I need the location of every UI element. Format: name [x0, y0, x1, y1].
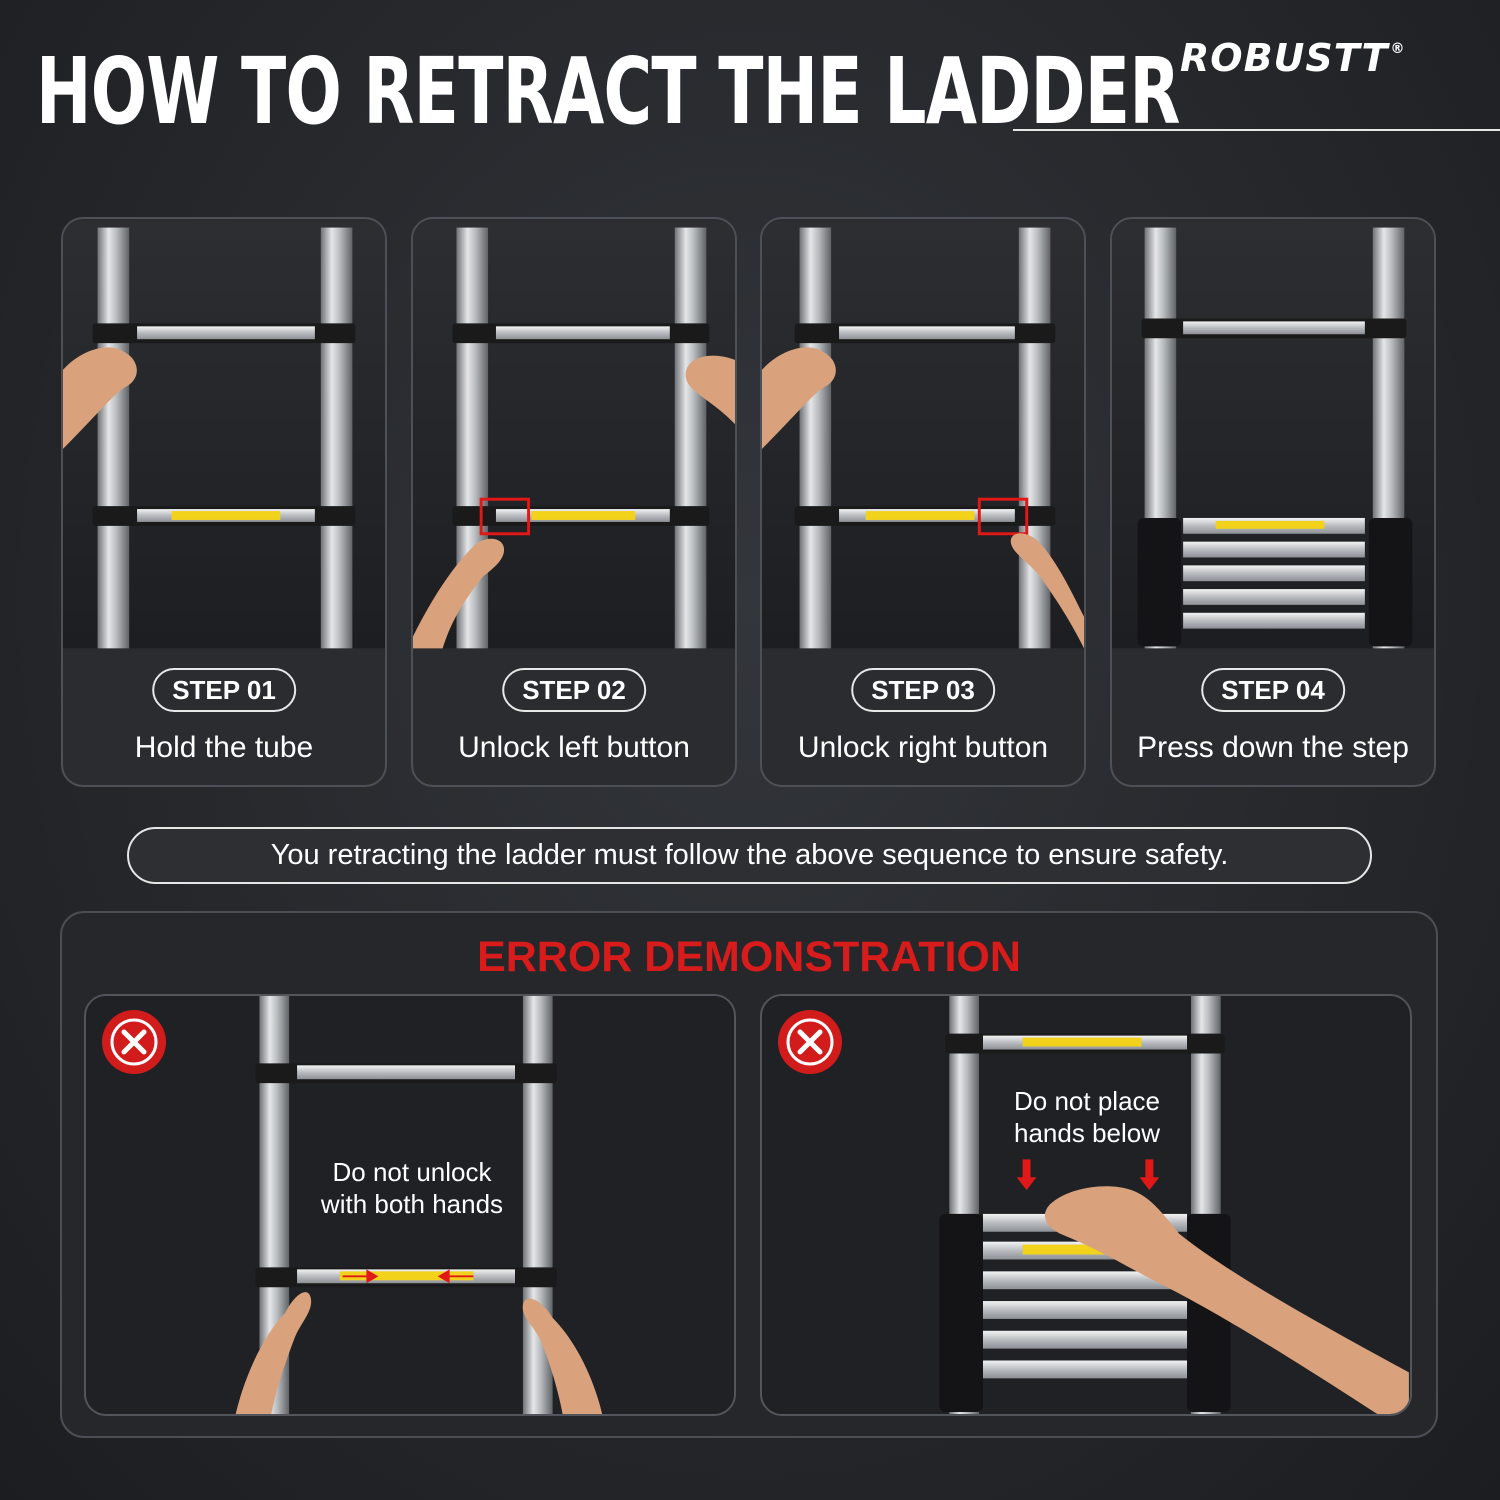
step-badge: STEP 03: [851, 668, 995, 712]
error-caption-line1: Do not unlock: [332, 1157, 492, 1187]
error-card-both-hands: Do not unlock with both hands: [84, 994, 736, 1416]
x-circle-icon: [778, 1010, 842, 1074]
error-caption: Do not unlock with both hands: [310, 1156, 514, 1220]
registered-mark: ®: [1390, 41, 1406, 57]
error-caption-line2: hands below: [1014, 1118, 1160, 1148]
title-underline: [1013, 129, 1500, 131]
step-badge: STEP 04: [1201, 668, 1345, 712]
x-circle-icon: [102, 1010, 166, 1074]
error-card-hands-below: Do not place hands below: [760, 994, 1412, 1416]
step-caption: Unlock right button: [797, 731, 1049, 764]
ladder-photo-hands-below: [763, 996, 1409, 1414]
step-badge: STEP 02: [502, 668, 646, 712]
step-card-2: STEP 02 Unlock left button: [411, 217, 737, 787]
step-card-3: STEP 03 Unlock right button: [760, 217, 1086, 787]
ladder-photo-unlock-left: [413, 221, 735, 649]
error-caption: Do not place hands below: [984, 1085, 1190, 1149]
error-title: ERROR DEMONSTRATION: [477, 933, 1021, 981]
ladder-photo-unlock-right: [762, 221, 1084, 649]
error-demonstration-panel: ERROR DEMONSTRATION Do not unlock with b…: [60, 911, 1438, 1438]
step-caption: Hold the tube: [134, 731, 314, 764]
ladder-photo-both-hands: [87, 996, 733, 1414]
step-caption: Unlock left button: [458, 731, 690, 764]
page-title: HOW TO RETRACT THE LADDER: [36, 38, 1180, 145]
step-card-1: STEP 01 Hold the tube: [61, 217, 387, 787]
brand-name: ROBUSTT: [1180, 36, 1389, 80]
brand-logo: ROBUSTT®: [1180, 36, 1405, 80]
safety-notice: You retracting the ladder must follow th…: [127, 827, 1372, 884]
error-caption-line1: Do not place: [1014, 1086, 1160, 1116]
ladder-photo-hold-tube: [63, 221, 385, 649]
step-badge: STEP 01: [152, 668, 296, 712]
step-card-4: STEP 04 Press down the step: [1110, 217, 1436, 787]
step-caption: Press down the step: [1137, 731, 1409, 764]
error-caption-line2: with both hands: [320, 1189, 504, 1219]
ladder-photo-press-step: [1112, 221, 1434, 649]
